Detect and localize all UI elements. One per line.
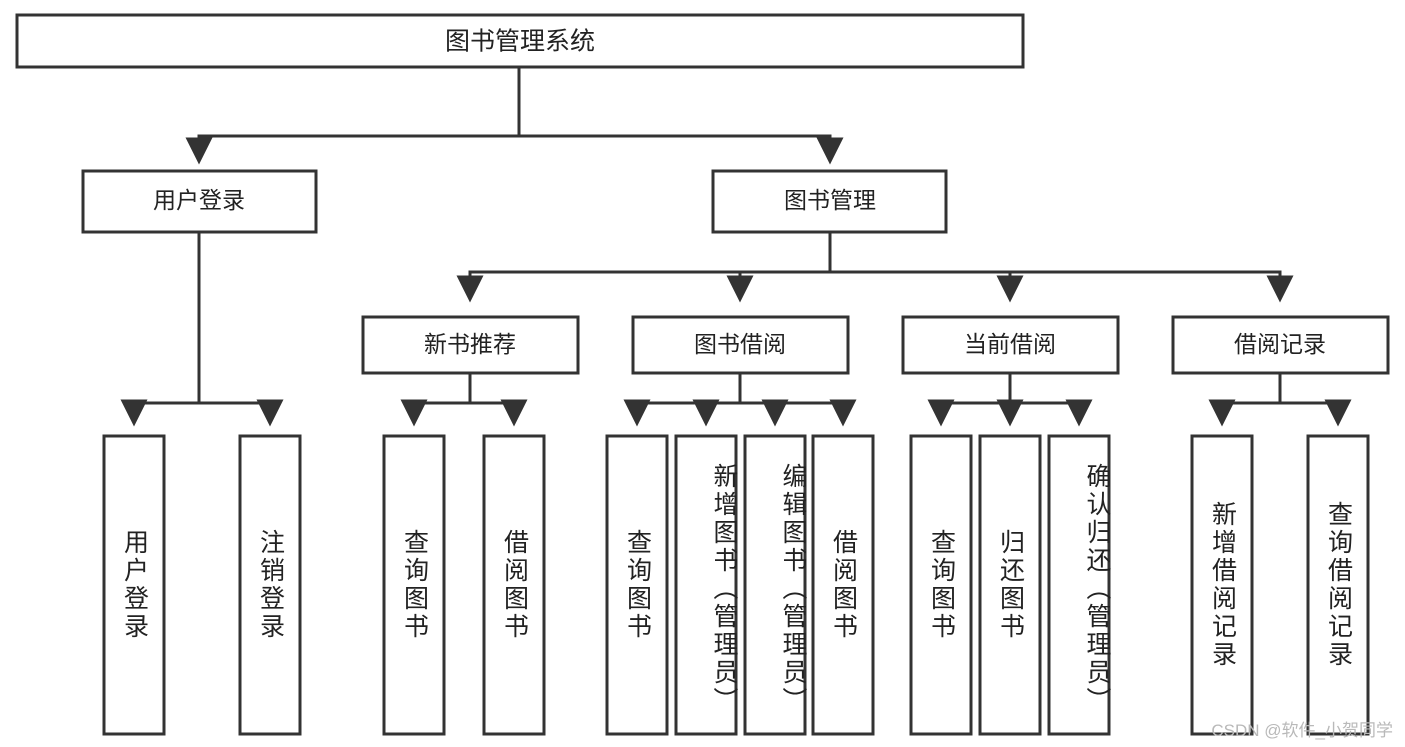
leaf-node-add-book[interactable] [674,434,738,736]
connector-group-current-borrow-to-leaves [927,372,1093,427]
connector-group-user-login-to-leaves [120,230,284,427]
node-book-management-label: 图书管理 [784,187,876,213]
leaf-node-query-book-3-box[interactable] [909,434,973,736]
connector-group-new-book-recommend-to-leaves [400,372,528,427]
node-user-login-label: 用户登录 [153,187,245,213]
leaf-node-query-book-2[interactable] [605,434,669,736]
watermark: CSDN @软件_小贺同学 [1211,721,1393,740]
leaf-node-add-book-box[interactable] [674,434,738,736]
node-borrow-record[interactable]: 借阅记录 [1171,315,1390,375]
leaf-node-query-book-3[interactable] [909,434,973,736]
leaf-node-confirm-return[interactable] [1047,434,1111,736]
node-new-book-recommend-label: 新书推荐 [424,331,516,357]
leaf-node-return-book-box[interactable] [978,434,1042,736]
leaf-node-add-record-box[interactable] [1190,434,1254,736]
leaf-node-edit-book[interactable] [743,434,807,736]
node-root[interactable]: 图书管理系统 [15,13,1025,69]
node-root-box[interactable] [15,13,1025,69]
node-root-label: 图书管理系统 [445,28,595,56]
connector-group-book-borrow-to-leaves [623,372,857,427]
node-user-login-box[interactable] [81,169,318,234]
node-borrow-record-label: 借阅记录 [1234,331,1326,357]
connector-group-root-to-level2 [185,65,844,165]
leaf-node-query-record-box[interactable] [1306,434,1370,736]
node-current-borrow[interactable]: 当前借阅 [901,315,1120,375]
leaf-node-edit-book-box[interactable] [743,434,807,736]
node-new-book-recommend[interactable]: 新书推荐 [361,315,580,375]
leaf-node-user-login[interactable] [102,434,166,736]
leaf-node-user-login-box[interactable] [102,434,166,736]
node-borrow-record-box[interactable] [1171,315,1390,375]
leaf-node-borrow-book-1[interactable] [482,434,546,736]
leaf-node-query-book-1-box[interactable] [382,434,446,736]
node-new-book-recommend-box[interactable] [361,315,580,375]
connector-group-borrow-record-to-leaves [1208,372,1352,427]
node-book-management-box[interactable] [711,169,948,234]
leaf-node-borrow-book-1-box[interactable] [482,434,546,736]
node-current-borrow-box[interactable] [901,315,1120,375]
leaf-node-query-record[interactable] [1306,434,1370,736]
leaf-node-logout-login[interactable] [238,434,302,736]
leaf-node-add-record[interactable] [1190,434,1254,736]
leaf-node-borrow-book-2[interactable] [811,434,875,736]
leaf-node-confirm-return-box[interactable] [1047,434,1111,736]
leaf-node-query-book-2-box[interactable] [605,434,669,736]
node-book-management[interactable]: 图书管理 [711,169,948,234]
node-book-borrow-label: 图书借阅 [694,331,786,357]
node-book-borrow-box[interactable] [631,315,850,375]
node-user-login[interactable]: 用户登录 [81,169,318,234]
leaf-node-logout-login-box[interactable] [238,434,302,736]
node-book-borrow[interactable]: 图书借阅 [631,315,850,375]
connector-group-book-management-to-level3 [456,230,1294,303]
leaf-node-query-book-1[interactable] [382,434,446,736]
node-current-borrow-label: 当前借阅 [964,331,1056,357]
leaf-node-borrow-book-2-box[interactable] [811,434,875,736]
leaf-node-return-book[interactable] [978,434,1042,736]
